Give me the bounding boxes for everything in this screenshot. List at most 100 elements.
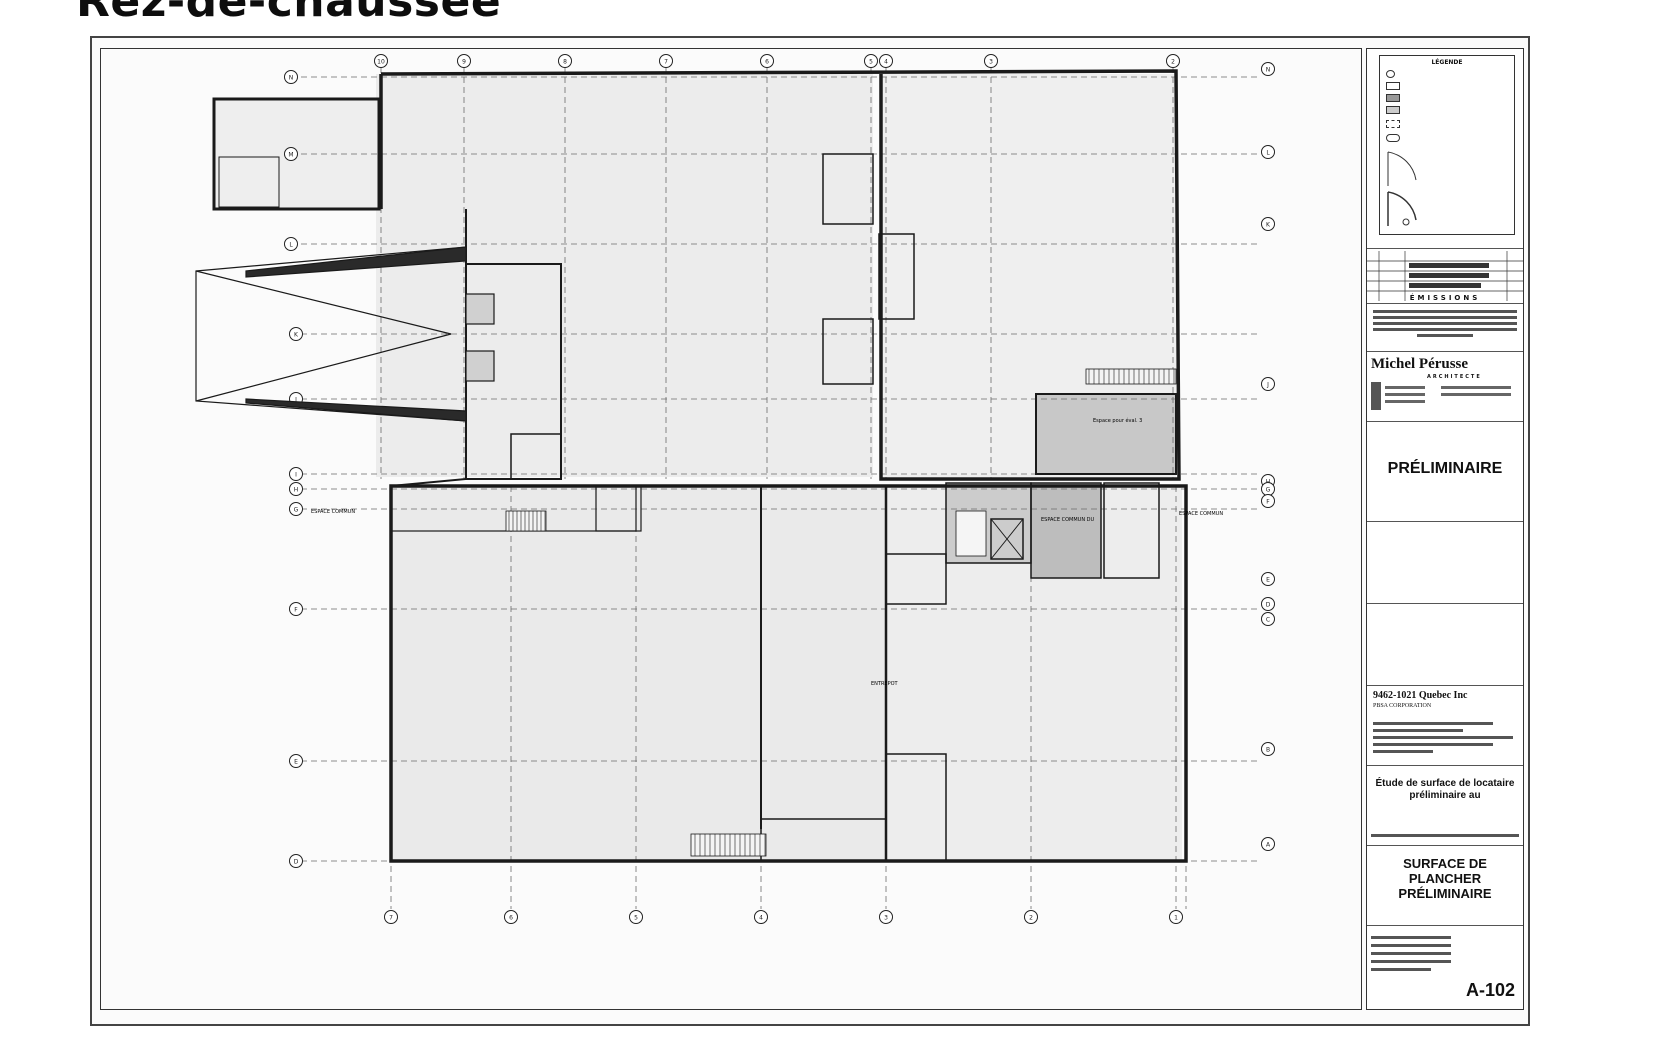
svg-text:5: 5	[634, 915, 638, 922]
grid-bubble-left: G	[289, 502, 303, 516]
project-cell: Étude de surface de locataire préliminai…	[1367, 766, 1523, 846]
legend-box: LÉGENDE	[1379, 55, 1515, 235]
client-cell: 9462-1021 Quebec Inc PBSA CORPORATION	[1367, 686, 1523, 766]
grid-bubble-bottom: 7	[384, 910, 398, 924]
revisions-cell: ÉMISSIONS	[1367, 249, 1523, 304]
emissions-label: ÉMISSIONS	[1409, 294, 1481, 302]
wall-room-east-1	[822, 153, 874, 225]
grid-bubble-right: D	[1261, 597, 1275, 611]
grid-bubble-right: N	[1261, 62, 1275, 76]
grid-bubble-left: F	[289, 602, 303, 616]
legend-door-symbols	[1387, 151, 1417, 226]
grid-bubble-bottom: 2	[1024, 910, 1038, 924]
stair-treads	[508, 369, 1175, 856]
architect-cell: Michel Pérusse ARCHITECTE	[1367, 352, 1523, 422]
drawing-title-cell: SURFACE DE PLANCHER PRÉLIMINAIRE	[1367, 846, 1523, 926]
grid-bubble-right: F	[1261, 494, 1275, 508]
grid-bubble-top: 4	[879, 54, 893, 68]
svg-text:D: D	[294, 859, 299, 866]
svg-text:J: J	[1266, 382, 1269, 389]
stamp-cell-2	[1367, 604, 1523, 686]
svg-text:G: G	[294, 507, 299, 514]
svg-text:F: F	[1266, 499, 1270, 506]
svg-text:H: H	[294, 487, 299, 494]
wall-room-east-2	[878, 233, 915, 320]
svg-text:E: E	[1266, 577, 1270, 584]
label-area-b: ESPACE COMMUN DU	[1041, 517, 1094, 523]
grid-bubble-right: E	[1261, 572, 1275, 586]
grid-bubble-top: 6	[760, 54, 774, 68]
walls	[212, 69, 1188, 863]
page-title: Rez-de-chaussée	[76, 0, 502, 27]
label-area-a: ESPACE COMMUN	[311, 509, 355, 515]
grid-bubble-bottom: 5	[629, 910, 643, 924]
core-fill-east	[1036, 394, 1176, 474]
wall-room-south-east	[885, 753, 947, 862]
legend-title: LÉGENDE	[1431, 59, 1463, 66]
svg-text:A: A	[1266, 842, 1271, 849]
svg-text:7: 7	[389, 915, 393, 922]
svg-text:6: 6	[765, 59, 769, 66]
svg-text:3: 3	[989, 59, 993, 66]
svg-text:2: 2	[1029, 915, 1033, 922]
floor-fill-north-west	[376, 74, 873, 477]
grid-bubble-left: H	[289, 482, 303, 496]
grid-bubble-top: 9	[457, 54, 471, 68]
svg-text:N: N	[289, 75, 294, 82]
svg-text:D: D	[1266, 602, 1271, 609]
notes-cell	[1367, 304, 1523, 352]
svg-text:J: J	[294, 397, 297, 404]
svg-text:6: 6	[509, 915, 513, 922]
wall-core-east	[1103, 482, 1160, 579]
grid-bubble-right: G	[1261, 482, 1275, 496]
svg-text:1: 1	[1174, 915, 1178, 922]
grid-bubble-top: 2	[1166, 54, 1180, 68]
grid-bubble-top: 10	[374, 54, 388, 68]
svg-text:G: G	[1266, 487, 1271, 494]
wall-core-elevator	[990, 518, 1024, 560]
sheet-number-cell: A-102	[1367, 926, 1523, 1009]
title-block: LÉGENDE	[1366, 48, 1524, 1010]
legend-cell: LÉGENDE	[1367, 49, 1523, 249]
client-company: PBSA CORPORATION	[1373, 703, 1432, 709]
grid-bubble-left: I	[289, 467, 303, 481]
grid-bubble-bottom: 1	[1169, 910, 1183, 924]
wall-room-east-3	[822, 318, 874, 385]
grid-bubble-left: D	[289, 854, 303, 868]
client-name: 9462-1021 Quebec Inc	[1373, 690, 1468, 701]
svg-text:I: I	[295, 472, 297, 479]
grid-bubble-left: M	[284, 147, 298, 161]
label-area-e: Espace pour éval. 3	[1093, 417, 1142, 424]
grid-bubble-top: 5	[864, 54, 878, 68]
grid-bubble-right: L	[1261, 145, 1275, 159]
grid-bubble-bottom: 4	[754, 910, 768, 924]
svg-text:L: L	[1266, 150, 1270, 157]
status-preliminary: PRÉLIMINAIRE	[1387, 460, 1503, 477]
svg-text:K: K	[1266, 222, 1271, 229]
svg-text:10: 10	[377, 59, 385, 66]
svg-text:4: 4	[884, 59, 888, 66]
architect-subtitle: ARCHITECTE	[1427, 374, 1482, 380]
wall-washrooms	[885, 553, 947, 605]
plan-area: 10987654327654321NMLKJIHGFEDNLKJHGFEDCBA	[100, 48, 1362, 1010]
grid-bubble-right: J	[1261, 377, 1275, 391]
svg-text:7: 7	[664, 59, 668, 66]
grid-bubble-top: 3	[984, 54, 998, 68]
grid-bubble-right: B	[1261, 742, 1275, 756]
floor-plan: 10987654327654321NMLKJIHGFEDNLKJHGFEDCBA	[195, 54, 1275, 924]
svg-text:N: N	[1266, 67, 1271, 74]
svg-text:E: E	[294, 759, 298, 766]
label-area-d: ENTREPOT	[871, 681, 899, 687]
grid-bubble-left: N	[284, 70, 298, 84]
svg-text:3: 3	[884, 915, 888, 922]
grid-bubbles: 10987654327654321NMLKJIHGFEDNLKJHGFEDCBA	[284, 54, 1275, 924]
grid-bubble-right: A	[1261, 837, 1275, 851]
svg-text:5: 5	[869, 59, 873, 66]
drawing-title: SURFACE DE PLANCHER PRÉLIMINAIRE	[1398, 856, 1492, 901]
grid-bubble-top: 7	[659, 54, 673, 68]
svg-text:L: L	[289, 242, 293, 249]
wall-room-west-small	[510, 433, 562, 480]
drawing-sheet: 10987654327654321NMLKJIHGFEDNLKJHGFEDCBA	[90, 36, 1530, 1026]
svg-text:2: 2	[1171, 59, 1175, 66]
grid-bubble-bottom: 3	[879, 910, 893, 924]
